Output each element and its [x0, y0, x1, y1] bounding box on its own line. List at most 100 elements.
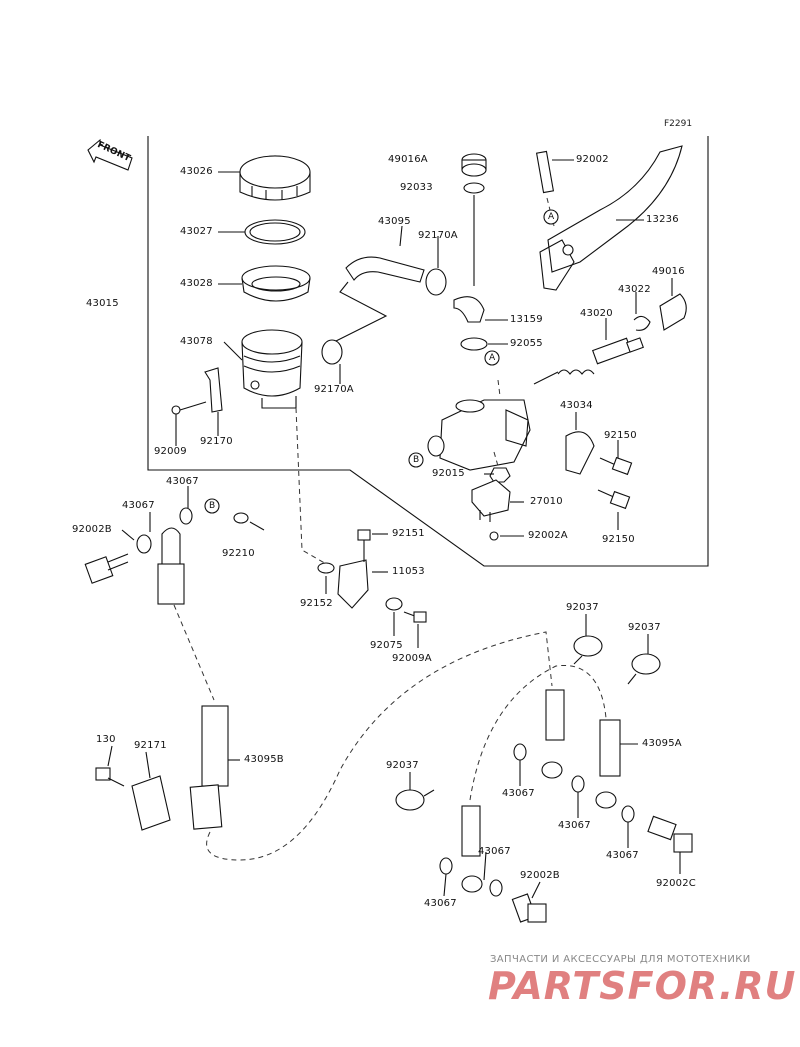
dust-cap: [461, 153, 487, 177]
part-label: 92055: [510, 338, 543, 349]
sealing-washer: [621, 805, 635, 823]
sealing-washer: [179, 507, 193, 525]
hose-end: [189, 705, 229, 830]
part-label: 92210: [222, 548, 255, 559]
part-label: 92002A: [528, 530, 568, 541]
hose-clip: [395, 789, 435, 811]
callout-a-label: A: [548, 212, 555, 222]
part-label: 13159: [510, 314, 543, 325]
watermark-logo: PARTSFOR.RU: [488, 964, 797, 1008]
part-label: 92009: [154, 446, 187, 457]
leader-lines: [107, 159, 681, 899]
circlip: [633, 315, 651, 331]
collar: [385, 597, 403, 611]
hose-clamp: [425, 268, 447, 296]
hose-clamp-bracket: [131, 775, 171, 831]
part-label: 43095A: [642, 738, 682, 749]
handlebar-clamp: [565, 431, 595, 475]
part-label: 43067: [502, 788, 535, 799]
hose-bracket: [337, 529, 371, 609]
hose-clamp: [321, 339, 343, 365]
part-label: 27010: [530, 496, 563, 507]
part-label: 43020: [580, 308, 613, 319]
switch-screw: [489, 531, 499, 541]
master-cylinder-body: [427, 399, 531, 471]
part-label: 92171: [134, 740, 167, 751]
part-label: 43078: [180, 336, 213, 347]
part-label: 43015: [86, 298, 119, 309]
brake-light-switch: [471, 479, 511, 522]
part-label: 92002C: [656, 878, 696, 889]
part-label: 92150: [602, 534, 635, 545]
part-label: 92037: [628, 622, 661, 633]
banjo-fitting: [541, 689, 565, 779]
dust-boot: [659, 293, 687, 331]
part-label: 92037: [566, 602, 599, 613]
callout-a-circle: [484, 350, 500, 366]
reservoir-body: [241, 329, 303, 409]
callout-b-circle: [408, 452, 424, 468]
part-label: 43095B: [244, 754, 284, 765]
watermark-tagline: ЗАПЧАСТИ И АКСЕССУАРЫ ДЛЯ МОТОТЕХНИКИ: [490, 954, 751, 965]
part-label: 92150: [604, 430, 637, 441]
clamp-bolt: [95, 767, 125, 787]
sealing-washer: [136, 534, 152, 554]
hose-elbow: [453, 296, 485, 323]
front-arrow-icon: [87, 138, 133, 171]
brake-line: [206, 631, 553, 861]
part-label: 43067: [424, 898, 457, 909]
callout-b-circle: [204, 498, 220, 514]
bleed-cap: [233, 512, 249, 524]
banjo-bolt: [511, 893, 547, 923]
washer: [317, 562, 335, 574]
part-label: 92002: [576, 154, 609, 165]
assembly-frame: [147, 136, 709, 567]
o-ring: [460, 337, 488, 351]
part-label: 92033: [400, 182, 433, 193]
piston-assembly: [557, 337, 644, 375]
callout-a-label: A: [489, 353, 496, 363]
callout-a-circle: [543, 209, 559, 225]
part-label: 92170: [200, 436, 233, 447]
part-label: 43067: [558, 820, 591, 831]
banjo-fitting: [157, 527, 185, 605]
part-label: 92015: [432, 468, 465, 479]
reservoir-diaphragm: [241, 265, 311, 302]
clamp-bolt: [597, 489, 631, 510]
part-label: 49016A: [388, 154, 428, 165]
hose-clip: [573, 635, 603, 665]
part-label: 43028: [180, 278, 213, 289]
part-label: 43067: [122, 500, 155, 511]
callout-b-label: B: [209, 501, 216, 511]
hose-clip: [627, 653, 661, 685]
part-label: 92151: [392, 528, 425, 539]
part-label: 43022: [618, 284, 651, 295]
banjo-bolt: [647, 815, 693, 853]
nut: [489, 467, 511, 483]
part-label: 13236: [646, 214, 679, 225]
part-label: 43095: [378, 216, 411, 227]
bracket-bolt: [403, 611, 427, 623]
part-label: 11053: [392, 566, 425, 577]
part-label: 92170A: [314, 384, 354, 395]
callout-b-label: B: [413, 455, 420, 465]
part-label: 92075: [370, 640, 403, 651]
part-label: 43067: [606, 850, 639, 861]
part-label: 43067: [166, 476, 199, 487]
banjo-bolt: [84, 553, 129, 584]
part-label: 92002B: [520, 870, 560, 881]
sealing-washer: [489, 879, 503, 897]
part-label: 130: [96, 734, 116, 745]
part-label: 92037: [386, 760, 419, 771]
reservoir-hose: [345, 256, 425, 283]
sealing-washer: [513, 743, 527, 761]
clamp-bolt: [599, 456, 633, 476]
part-label: 43067: [478, 846, 511, 857]
reservoir-cap: [239, 155, 311, 201]
part-label: 43027: [180, 226, 213, 237]
banjo-fitting: [595, 719, 621, 809]
part-label: 43034: [560, 400, 593, 411]
part-label: 92170A: [418, 230, 458, 241]
figure-code: F2291: [664, 119, 693, 129]
